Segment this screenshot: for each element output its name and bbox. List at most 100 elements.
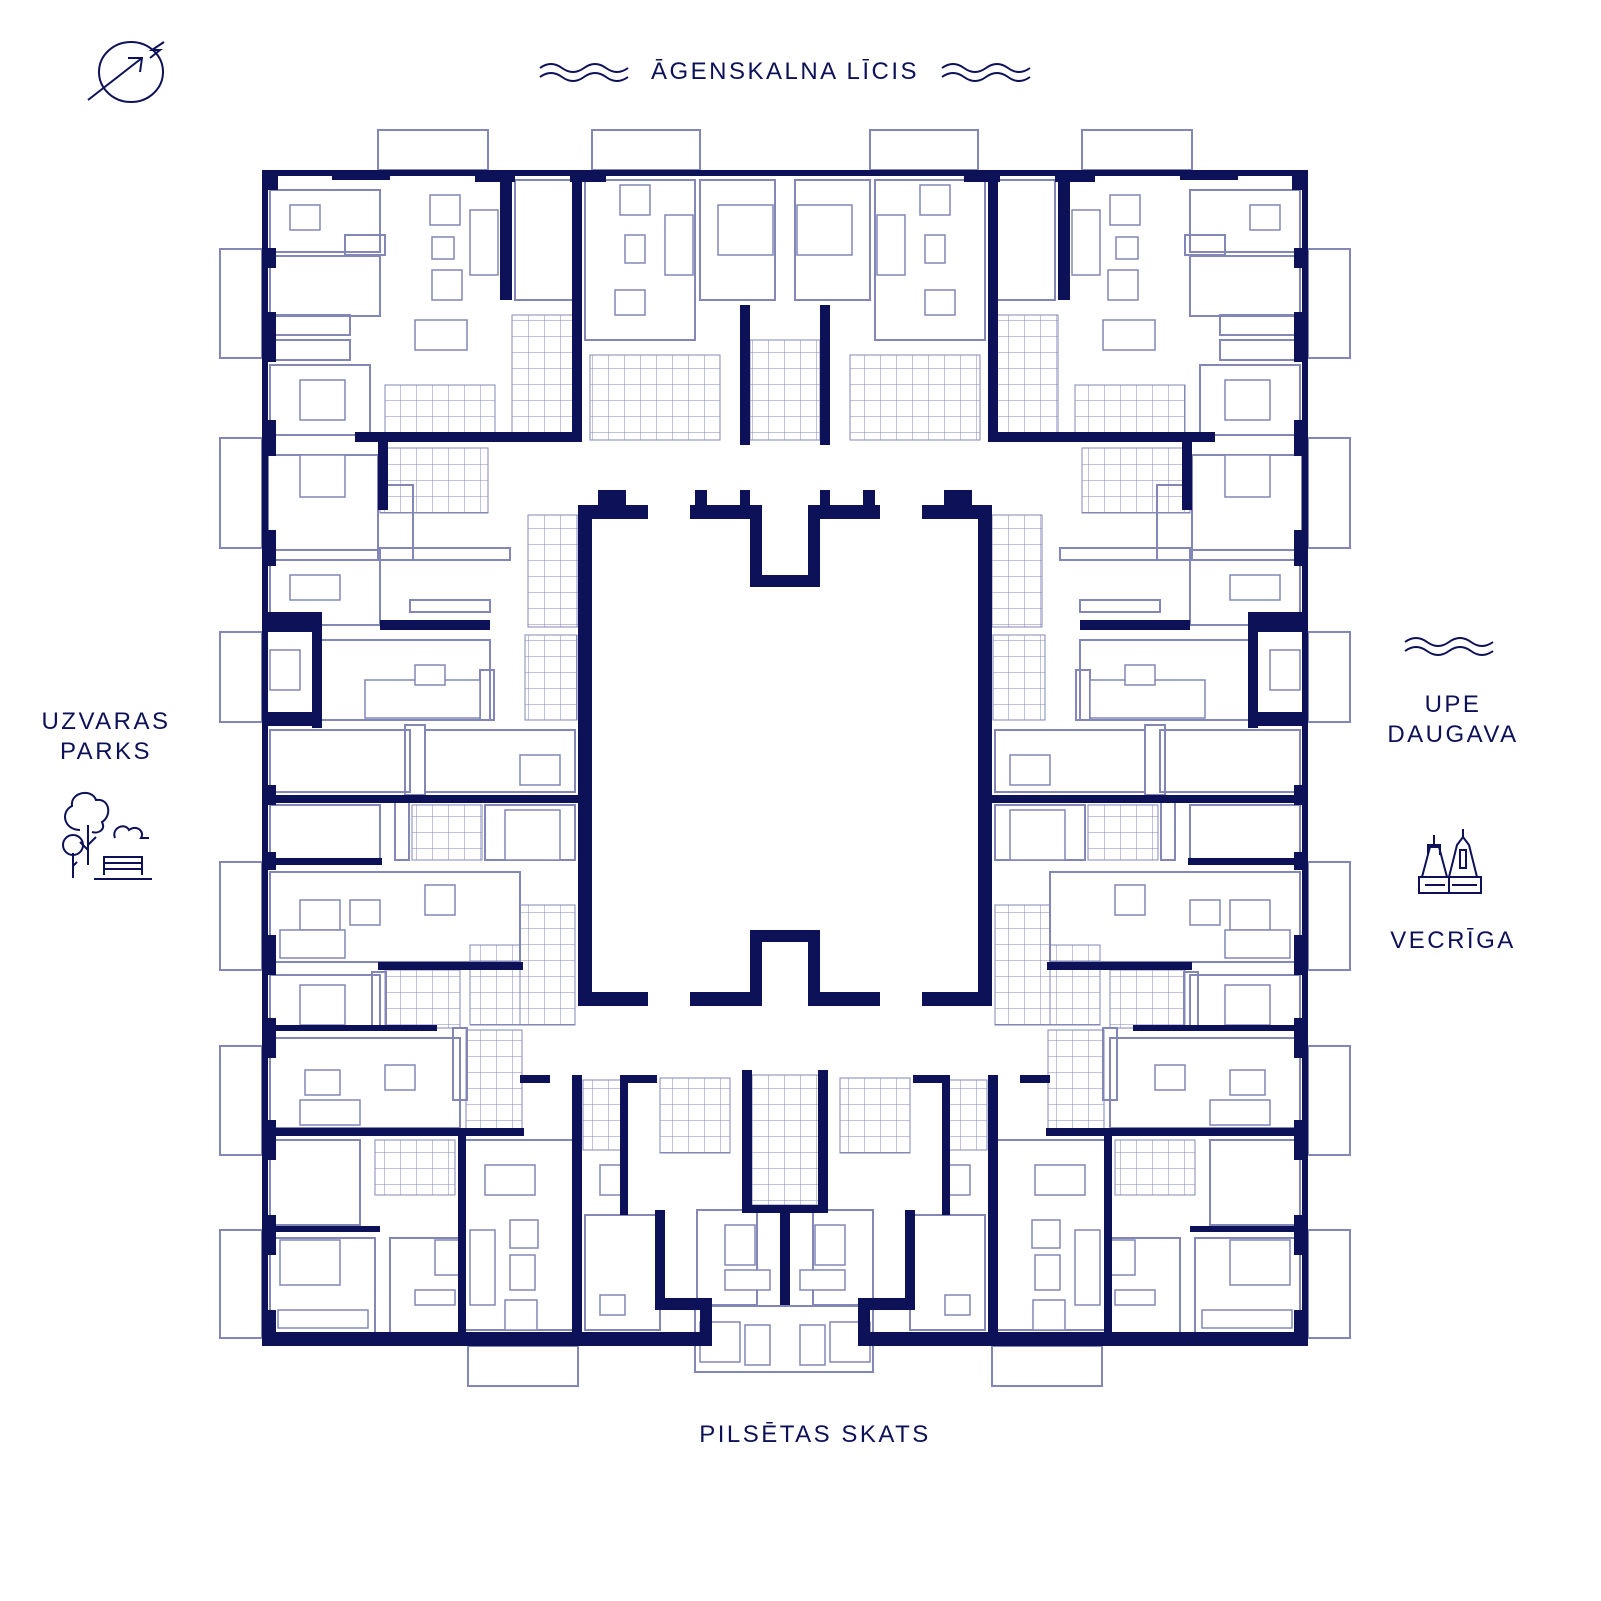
furniture — [414, 1289, 456, 1306]
furniture — [1009, 809, 1066, 861]
balcony — [219, 248, 263, 359]
courtyard-wall — [750, 505, 762, 587]
tiled-room — [994, 904, 1051, 1026]
room-outline — [1189, 804, 1301, 861]
wall-pier — [1294, 935, 1308, 975]
room-outline — [269, 1037, 461, 1129]
furniture — [1209, 1099, 1271, 1126]
interior-wall — [742, 1070, 752, 1210]
balcony — [991, 1345, 1103, 1387]
wall-pier — [1294, 530, 1308, 566]
balcony — [1307, 248, 1351, 359]
furniture — [814, 1224, 846, 1266]
interior-wall — [572, 170, 582, 440]
balcony — [869, 129, 979, 171]
wall-pier — [1294, 248, 1308, 268]
furniture — [1224, 929, 1291, 959]
interior-wall — [744, 305, 750, 445]
furniture — [1109, 194, 1141, 226]
wardrobe — [1102, 1027, 1118, 1101]
furniture — [434, 1239, 461, 1276]
furniture — [1074, 1229, 1101, 1306]
tiled-room — [1081, 447, 1191, 514]
tiled-room — [849, 354, 981, 441]
interior-wall — [1080, 620, 1190, 630]
courtyard-wall — [578, 992, 648, 1006]
west-label-line1: UZVARAS — [41, 708, 171, 735]
north-view-label: ĀGENSKALNA LĪCIS — [650, 58, 920, 85]
interior-wall — [572, 1075, 582, 1346]
tiled-room — [839, 1077, 911, 1154]
courtyard-wall — [978, 505, 992, 1005]
compass-north-arrow-icon — [87, 41, 165, 103]
interior-wall — [905, 1210, 915, 1310]
furniture — [1031, 1219, 1061, 1249]
furniture — [924, 234, 946, 264]
furniture — [919, 184, 951, 216]
wall-pier — [1294, 1120, 1308, 1160]
balcony — [1307, 861, 1351, 971]
balcony — [219, 437, 263, 549]
furniture — [1224, 379, 1271, 421]
park-trees-bench-icon — [62, 791, 152, 880]
furniture — [1229, 1069, 1266, 1096]
interior-wall — [1046, 1128, 1308, 1136]
interior-wall — [655, 1210, 665, 1310]
room-outline — [696, 1209, 758, 1306]
furniture — [1032, 1299, 1066, 1331]
wardrobe — [274, 339, 351, 361]
furniture — [304, 1069, 341, 1096]
shaft-wall — [695, 490, 707, 512]
wardrobe — [344, 234, 386, 256]
wall-pier — [262, 312, 276, 362]
interior-wall — [988, 432, 1070, 442]
room-outline — [269, 729, 411, 793]
furniture — [1124, 664, 1156, 686]
furniture — [1189, 899, 1221, 926]
courtyard-wall — [750, 930, 762, 1006]
water-waves-icon — [941, 63, 1031, 82]
interior-wall — [312, 628, 322, 728]
west-label-line2: PARKS — [59, 738, 153, 765]
furniture — [664, 214, 694, 276]
wardrobe — [1160, 799, 1176, 861]
balcony — [1307, 1229, 1351, 1339]
tiled-room — [582, 1079, 624, 1151]
interior-wall — [1248, 628, 1258, 728]
furniture — [414, 319, 468, 351]
furniture — [1114, 884, 1146, 916]
interior-wall — [913, 1075, 948, 1083]
tiled-room — [524, 634, 578, 721]
room-outline — [874, 179, 986, 341]
tiled-room — [1074, 384, 1186, 438]
balcony-furniture — [744, 1324, 771, 1366]
furniture — [299, 1099, 361, 1126]
tiled-room — [374, 1139, 456, 1196]
outer-wall — [262, 170, 268, 1346]
wardrobe — [479, 669, 495, 721]
interior-wall — [1020, 1075, 1050, 1083]
furniture — [799, 1269, 846, 1291]
balcony — [591, 129, 701, 171]
interior-wall — [500, 170, 512, 300]
interior-wall — [262, 858, 382, 865]
south-view-label: PILSĒTAS SKATS — [699, 1421, 931, 1448]
interior-wall — [378, 962, 523, 970]
furniture — [364, 679, 481, 719]
courtyard-wall — [808, 505, 820, 587]
partitions — [267, 179, 1303, 1334]
interior-wall — [700, 1298, 712, 1346]
furniture — [1114, 1289, 1156, 1306]
interior-wall — [1190, 1226, 1308, 1232]
west-view-label: UZVARAS PARKS — [16, 707, 196, 767]
courtyard-wall — [808, 930, 820, 1006]
balcony — [467, 1345, 579, 1387]
wardrobe — [274, 314, 351, 336]
wall-pier — [262, 612, 322, 632]
tiled-room — [946, 1079, 988, 1151]
balcony — [377, 129, 489, 171]
courtyard-wall — [750, 575, 820, 587]
wardrobe — [1059, 547, 1191, 561]
furniture — [1107, 269, 1139, 301]
